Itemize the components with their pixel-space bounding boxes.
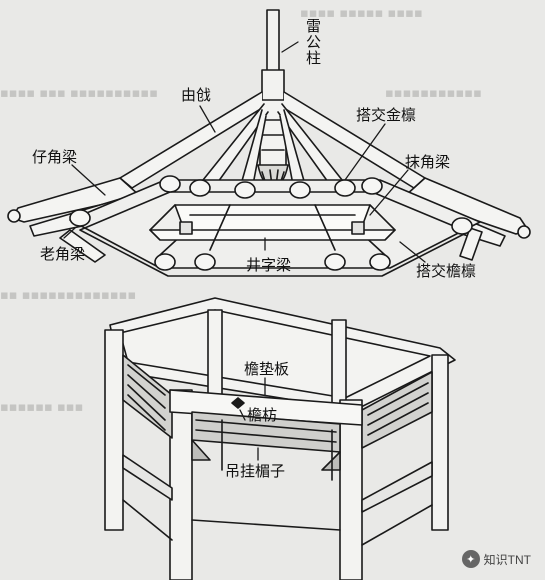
background-bleed-text: ▪▪ ▪▪▪▪▪▪▪▪▪▪▪▪▪: [0, 288, 137, 303]
wechat-icon: ✦: [461, 550, 480, 568]
label-yanfang: 檐枋: [247, 406, 278, 424]
label-laojiaoliang: 老角梁: [40, 245, 86, 263]
label-leigongzhu: 雷公柱: [304, 18, 322, 66]
watermark-text: 知识TNT: [483, 552, 531, 567]
leader-lines: [63, 41, 426, 461]
label-yandianban: 檐垫板: [244, 360, 290, 378]
background-bleed-text: ▪▪▪▪ ▪▪▪▪▪ ▪▪▪▪: [300, 6, 423, 21]
label-dajiaoyanlin: 搭交檐檩: [416, 262, 477, 280]
label-mojiaoliang: 抹角梁: [405, 153, 451, 171]
background-bleed-text: ▪▪▪▪ ▪▪▪ ▪▪▪▪▪▪▪▪▪▪: [0, 86, 159, 101]
background-bleed-text: ▪▪▪▪▪▪ ▪▪▪: [0, 400, 84, 415]
youqiang-braces: [119, 91, 426, 197]
label-zijiaoliang: 仔角梁: [32, 148, 78, 166]
label-jingziliang: 井字梁: [246, 256, 292, 274]
watermark: ✦ 知识TNT: [461, 550, 531, 568]
label-youxi: 由戗: [181, 86, 212, 104]
label-diaoguamaozi: 吊挂楣子: [225, 462, 286, 480]
label-dajiaojinlin: 搭交金檩: [356, 106, 417, 124]
background-bleed-text: ▪▪▪▪▪▪▪▪▪▪▪: [385, 86, 482, 101]
leigongzhu-post: [257, 9, 289, 189]
pavilion-base-frame: [104, 297, 456, 580]
